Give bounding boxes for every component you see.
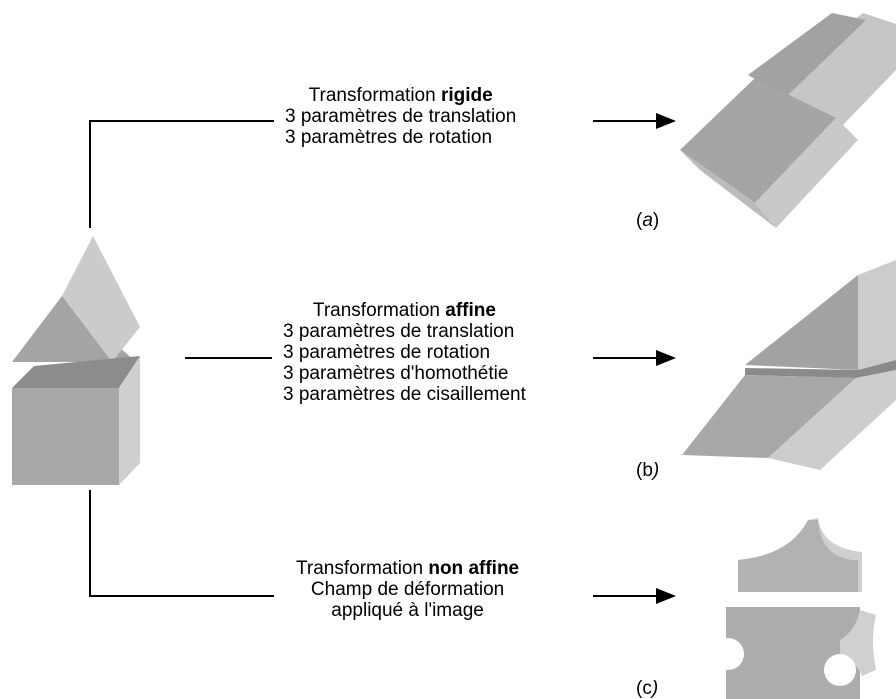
transformation-affine: Transformation affine 3 paramètres de tr…	[283, 300, 526, 405]
result-shape-a	[680, 13, 896, 228]
title-bold-rigid: rigide	[440, 85, 493, 106]
param-line: 3 paramètres de cisaillement	[283, 384, 526, 405]
panel-label-c: (c)	[636, 678, 659, 699]
connector-bottom	[89, 490, 274, 597]
param-line: 3 paramètres de translation	[285, 106, 517, 127]
arrow-b	[593, 350, 676, 366]
title-bold-non-affine: non affine	[428, 558, 520, 579]
param-line: 3 paramètres de rotation	[285, 127, 493, 148]
connector-lines	[89, 120, 274, 597]
source-cube	[12, 356, 140, 485]
source-object	[12, 236, 140, 485]
param-line: 3 paramètres d'homothétie	[283, 363, 509, 384]
param-line: appliqué à l'image	[331, 600, 484, 621]
param-line: 3 paramètres de rotation	[283, 342, 491, 363]
arrows	[593, 113, 676, 604]
result-shape-c	[712, 518, 876, 699]
transformation-rigid: Transformation rigide 3 paramètres de tr…	[285, 85, 516, 148]
param-line: 3 paramètres de translation	[283, 321, 515, 342]
source-prism	[12, 236, 140, 362]
transformation-non-affine: Transformation non affine Champ de défor…	[296, 558, 519, 621]
title-affine: Transformation affine	[312, 300, 496, 321]
arrow-a	[593, 113, 676, 129]
arrow-c	[593, 588, 676, 604]
title-rigid: Transformation rigide	[308, 85, 493, 106]
panel-label-a: (a)	[636, 210, 660, 231]
title-bold-affine: affine	[445, 300, 496, 321]
result-shape-b	[682, 260, 896, 470]
title-non-affine: Transformation non affine	[296, 558, 520, 579]
panel-label-b: (b)	[636, 460, 660, 481]
param-line: Champ de déformation	[310, 579, 505, 600]
connector-top	[89, 120, 274, 228]
